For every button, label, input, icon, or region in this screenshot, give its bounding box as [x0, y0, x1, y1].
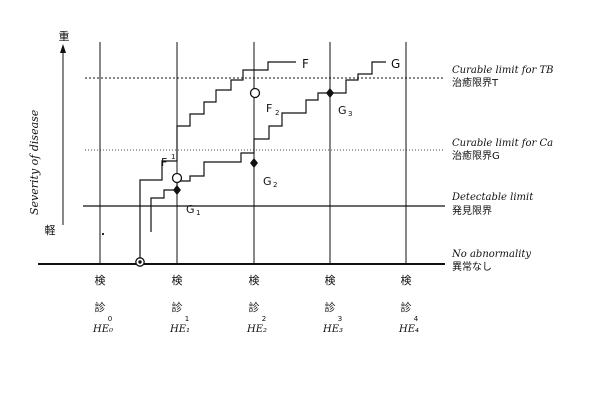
- exam-0-kanji2: 診: [95, 300, 106, 314]
- exam-2-kanji2: 診: [249, 300, 260, 314]
- g1-label-sub: 1: [196, 209, 200, 217]
- exam-label-4: 検 診 4 HE₄: [398, 273, 419, 335]
- exam-0-kanji1: 検: [95, 273, 106, 287]
- exam-label-1: 検 診 1 HE₁: [169, 273, 190, 335]
- exam-label-3: 検 診 3 HE₃: [322, 273, 343, 335]
- exam-label-0: 検 診 0 HE₀: [92, 273, 113, 335]
- exam-4-kanji1: 検: [401, 273, 412, 287]
- ca-limit-label-jp: 治癒限界G: [452, 149, 500, 162]
- f2-label-sub: 2: [275, 109, 279, 117]
- tb-limit-label-jp: 治癒限界T: [452, 76, 499, 89]
- f-course-line: [139, 61, 296, 258]
- g3-marker: [326, 88, 334, 98]
- y-axis-arrowhead: [60, 44, 66, 53]
- y-axis-label: Severity of disease: [28, 109, 41, 215]
- detectable-limit-label-jp: 発見限界: [452, 204, 492, 217]
- exam-4-kanji2: 診: [401, 300, 412, 314]
- exam-2-kanji1: 検: [249, 273, 260, 287]
- exam-3-sub: 3: [338, 315, 342, 323]
- g2-marker: [250, 158, 258, 168]
- y-bottom-label: 軽: [45, 224, 56, 237]
- exam-0-code: HE₀: [92, 324, 113, 335]
- normal-label-jp: 異常なし: [452, 260, 492, 273]
- f2-label: F: [266, 102, 272, 115]
- exam-3-code: HE₃: [322, 324, 343, 335]
- exam-3-kanji2: 診: [325, 300, 336, 314]
- detectable-limit-label-en: Detectable limit: [451, 192, 534, 203]
- exam-4-code: HE₄: [398, 324, 419, 335]
- g1-marker: [173, 185, 181, 195]
- exam-0-sub: 0: [108, 315, 112, 323]
- start-marker-dot: [138, 260, 142, 264]
- g3-label: G: [338, 104, 347, 117]
- g3-label-sub: 3: [348, 110, 352, 118]
- g2-label: G: [263, 175, 272, 188]
- exam-1-sub: 1: [185, 315, 189, 323]
- f1-label-sub: 1: [171, 153, 175, 161]
- ca-limit-label-en: Curable limit for Ca: [452, 138, 553, 149]
- exam-3-kanji1: 検: [325, 273, 336, 287]
- tb-limit-label-en: Curable limit for TB: [452, 65, 554, 76]
- exam-4-sub: 4: [414, 315, 419, 323]
- exam-2-sub: 2: [262, 315, 266, 323]
- g1-label: G: [186, 203, 195, 216]
- exam-1-kanji2: 診: [172, 300, 183, 314]
- g2-label-sub: 2: [273, 181, 277, 189]
- speck: [101, 232, 105, 236]
- g-course-line: [150, 61, 386, 232]
- exam-2-code: HE₂: [246, 324, 267, 335]
- f1-label: F: [161, 156, 167, 169]
- f2-marker: [249, 87, 261, 99]
- g-end-label: G: [391, 57, 400, 71]
- normal-label-en: No abnormality: [451, 249, 531, 260]
- f-end-label: F: [302, 57, 309, 71]
- exam-label-2: 検 診 2 HE₂: [246, 273, 267, 335]
- f1-marker: [171, 172, 183, 184]
- exam-1-kanji1: 検: [172, 273, 183, 287]
- exam-1-code: HE₁: [169, 324, 190, 335]
- y-top-label: 重: [59, 29, 70, 43]
